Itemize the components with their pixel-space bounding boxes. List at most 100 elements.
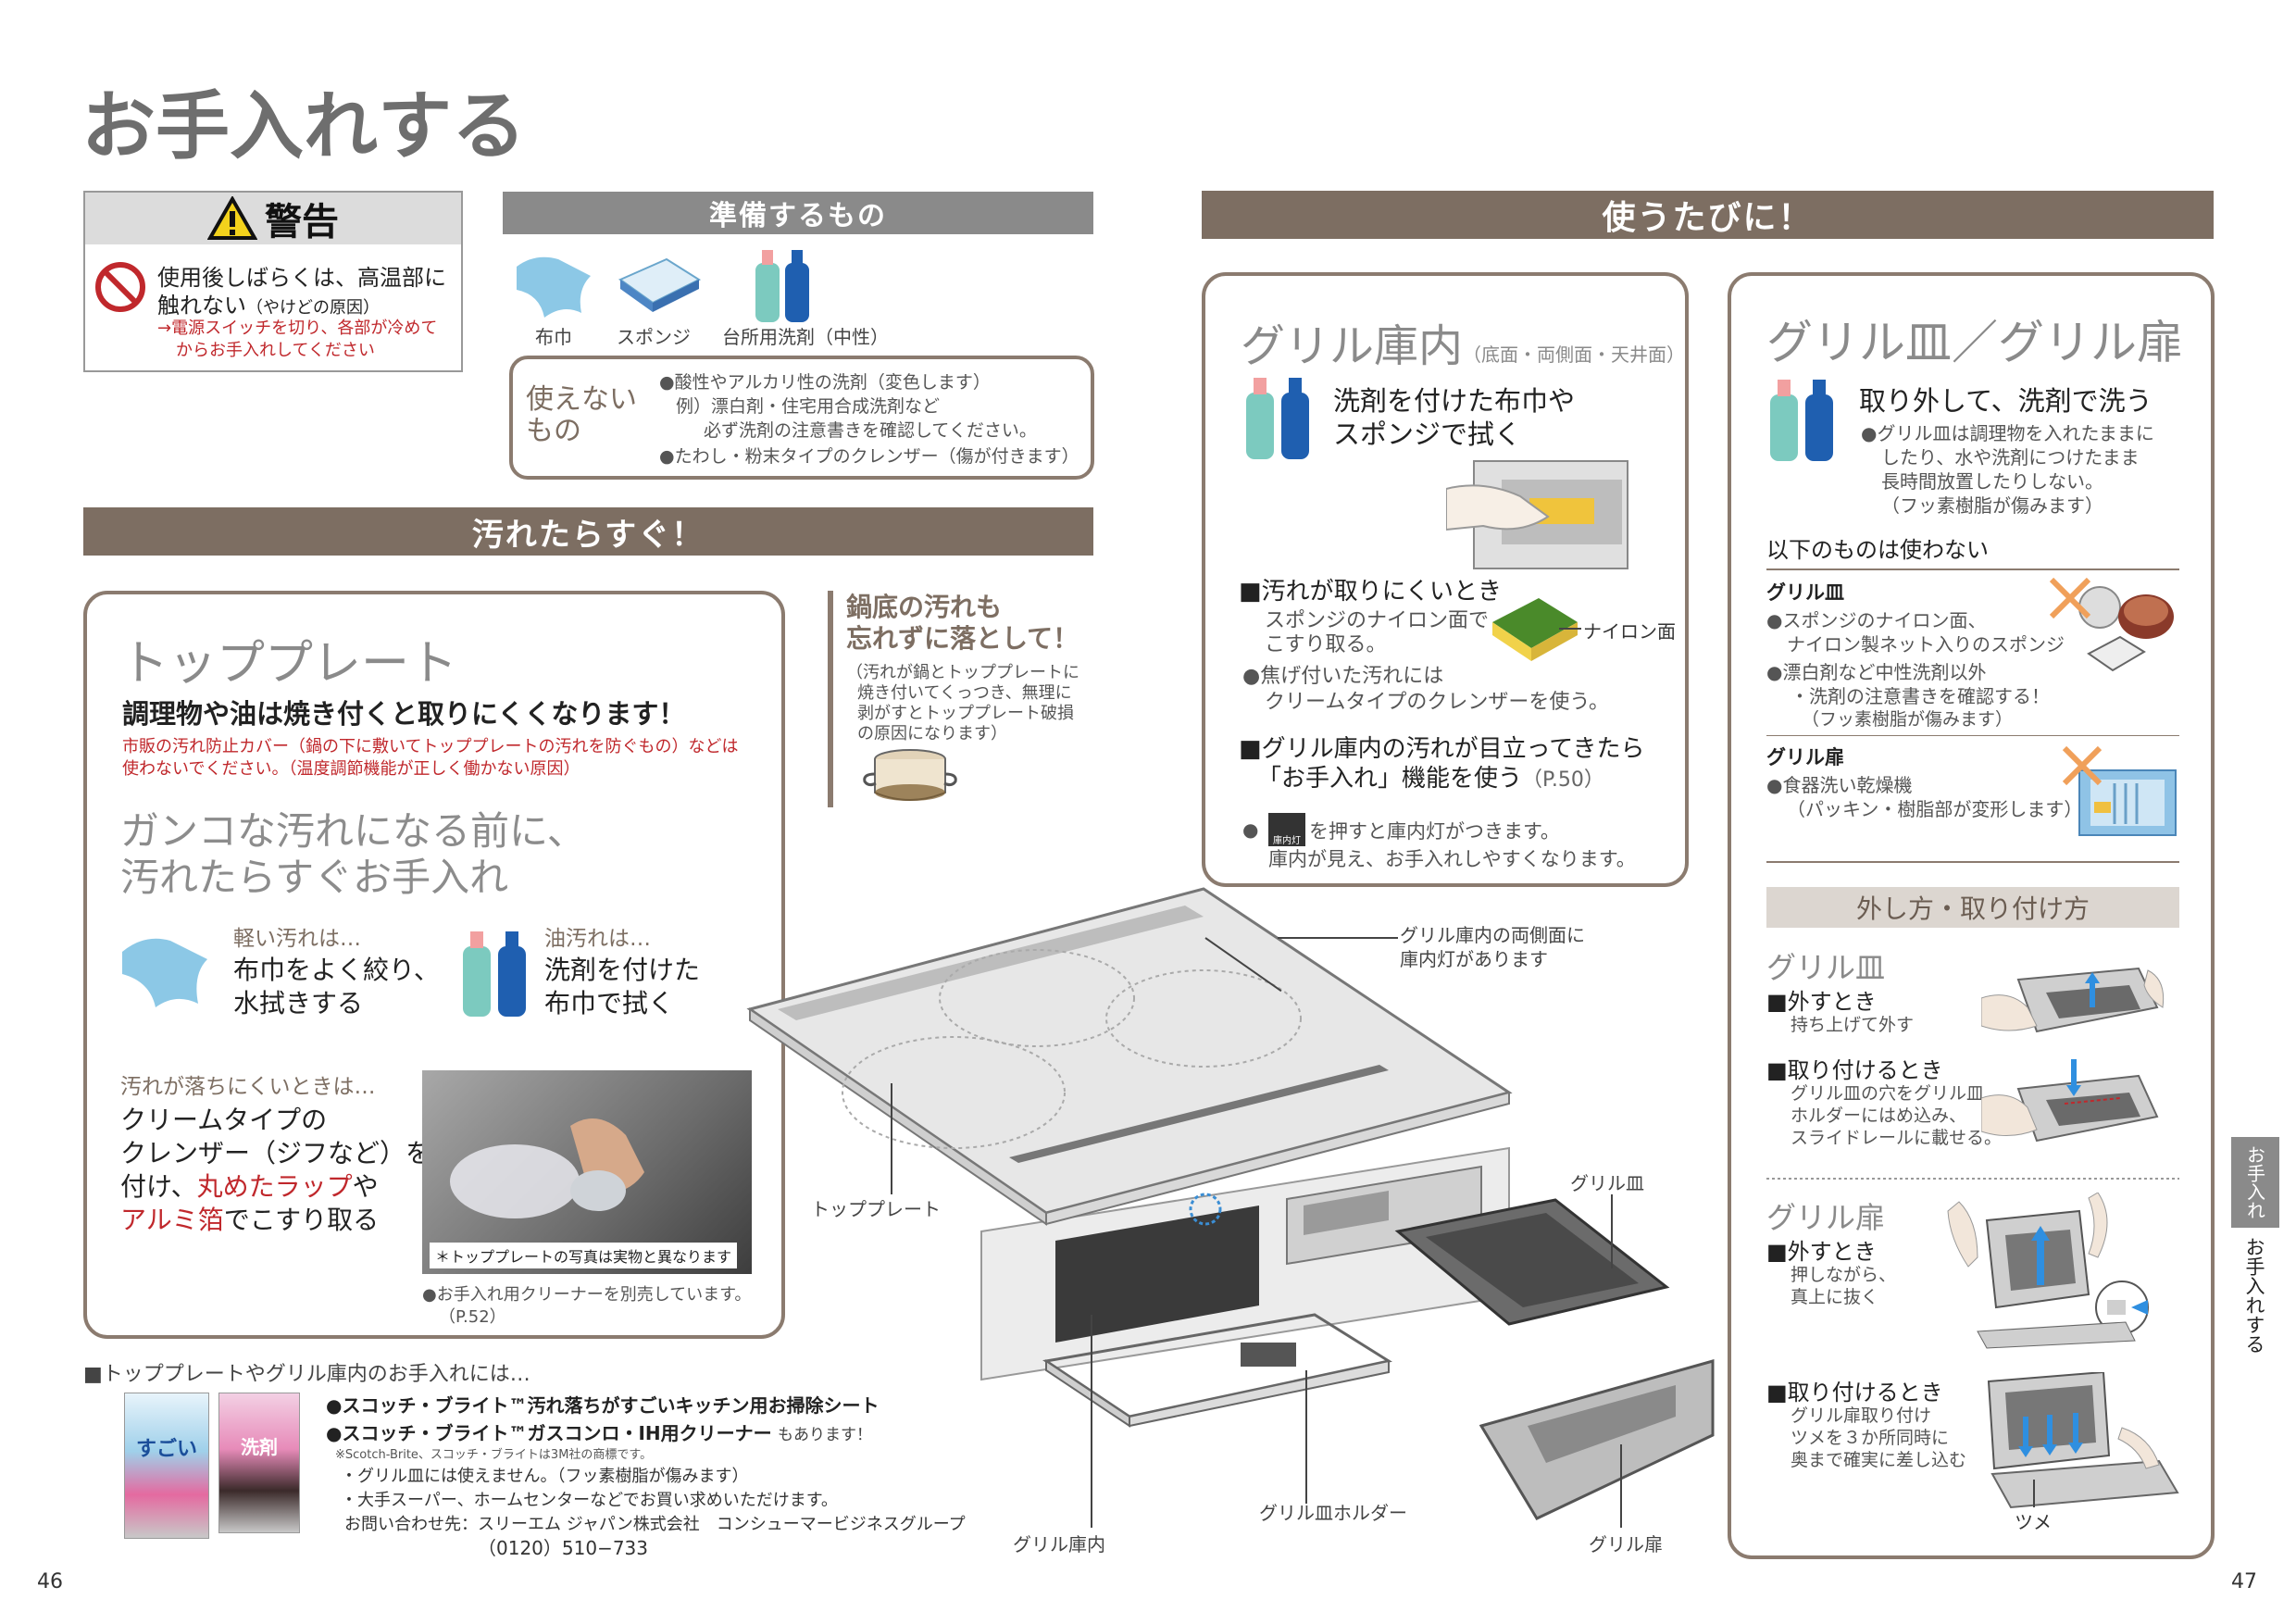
dont-dish-5: （フッ素樹脂が傷みます）: [1802, 709, 2014, 730]
page-title: お手入れする: [81, 83, 526, 169]
dont-use: 以下のものは使わない: [1766, 537, 1989, 563]
top-plate-title: トッププレート: [120, 636, 458, 692]
hard-3c: や: [352, 1171, 379, 1202]
trademark-note: ※Scotch-Brite、スコッチ・ブライトは3M社の商標です。: [335, 1448, 653, 1462]
oil-1: 洗剤を付けた: [544, 955, 701, 985]
page-number-left: 46: [37, 1570, 63, 1593]
grill-inside-box: グリル庫内（底面・両側面・天井面） 洗剤を付けた布巾や スポンジで拭く ■汚れが…: [1202, 272, 1689, 887]
wiping-hand-icon: [1446, 460, 1628, 569]
hard-3a: 付け、: [120, 1171, 197, 1202]
top-plate-box: トッププレート 調理物や油は焼き付くと取りにくくなります！ 市販の汚れ防止カバー…: [83, 591, 785, 1339]
dont-door-title: グリル扉: [1766, 746, 1844, 768]
dont-dish-4: ・洗剤の注意書きを確認する！: [1791, 685, 2050, 707]
hard-2: クレンザー（ジフなど）を: [120, 1138, 432, 1168]
dish-remove-1: 持ち上げて外す: [1791, 1015, 1915, 1035]
warning-title: 警告: [265, 201, 339, 244]
door-attach-illustration: [1987, 1372, 2179, 1509]
plate-n4: （フッ素樹脂が傷みます）: [1881, 494, 2103, 517]
func-head-2: 「お手入れ」機能を使う（P.50）: [1257, 759, 1604, 793]
hard-1: クリームタイプの: [120, 1105, 328, 1135]
dont-dish-title: グリル皿: [1766, 581, 1844, 604]
contact-1: お問い合わせ先：スリーエム ジャパン株式会社 コンシューマービジネスグループ: [344, 1515, 966, 1534]
leader-grill-door: [1620, 1444, 1622, 1528]
door-attach-3: 奥まで確実に差し込む: [1791, 1450, 1967, 1470]
grill-burnt-1: ●焦げ付いた汚れには: [1242, 665, 1444, 688]
dont-door-2: （パッキン・樹脂部が変形します）: [1787, 798, 2083, 820]
label-grill-dish: グリル皿: [1570, 1172, 1644, 1194]
dish-attach-3: スライドレールに載せる。: [1791, 1128, 2003, 1148]
plate-n1: ●グリル皿は調理物を入れたままに: [1861, 422, 2154, 444]
dish-remove-head: ■外すとき: [1766, 989, 1877, 1015]
lamp-bullet: ●: [1242, 818, 1259, 841]
prep-item-sponge: スポンジ: [617, 326, 691, 348]
product-package-1-label: すごい: [135, 1438, 197, 1461]
top-plate-note2: 使わないでください。（温度調節機能が正しく働かない原因）: [122, 759, 580, 779]
cannot-4: ●たわし・粉末タイプのクレンザー（傷が付きます）: [659, 446, 1079, 467]
leader-holder: [1305, 1370, 1307, 1504]
top-plate-note1: 市販の汚れ防止カバー（鍋の下に敷いてトッププレートの汚れを防ぐもの）などは: [122, 737, 739, 756]
pot-body3: 剥がすとトッププレート破損: [857, 704, 1074, 723]
door-remove-1: 押しながら、: [1791, 1265, 1897, 1285]
oil-2: 布巾で拭く: [544, 988, 675, 1018]
sponge-icon: [618, 257, 702, 312]
nylon-label: ナイロン面: [1583, 620, 1676, 643]
door-attach-head: ■取り付けるとき: [1766, 1380, 1943, 1405]
product-2-name: ●スコッチ・ブライト™ガスコンロ・IH用クリーナー: [326, 1422, 772, 1444]
plate-n3: 長時間放置したりしない。: [1881, 470, 2103, 493]
detergent-icon-plate: [1770, 380, 1833, 461]
label-top-plate: トッププレート: [811, 1198, 941, 1220]
cannot-2: 例）漂白剤・住宅用合成洗剤など: [676, 396, 941, 417]
pot-body2: 焼き付いてくっつき、無理に: [857, 683, 1072, 703]
plate-n2: したり、水や洗剤につけたまま: [1881, 446, 2140, 468]
grill-plate-box: グリル皿／グリル扉 取り外して、洗剤で洗う ●グリル皿は調理物を入れたままに し…: [1728, 272, 2215, 1559]
how-dish-title: グリル皿: [1766, 950, 1886, 985]
dont-dish-1: ●スポンジのナイロン面、: [1766, 609, 1987, 631]
cannot-label-2: もの: [526, 415, 581, 447]
leader-nylon: [1559, 628, 1581, 630]
door-remove-illustration: [1947, 1193, 2149, 1349]
detergent-icon: [755, 250, 809, 322]
warning-line1: 使用後しばらくは、高温部に: [157, 265, 446, 291]
lamp-note-2: 庫内灯があります: [1400, 948, 1548, 970]
door-remove-2: 真上に抜く: [1791, 1287, 1879, 1307]
door-remove-head: ■外すとき: [1766, 1239, 1877, 1265]
grill-hard-2: こすり取る。: [1265, 633, 1387, 656]
warning-line2: 触れない（やけどの原因）: [157, 287, 380, 319]
oil-label: 油汚れは…: [544, 927, 651, 951]
label-grill-inside: グリル庫内: [1013, 1533, 1105, 1555]
leader-lamp-h: [1278, 937, 1398, 939]
grill-inside-title-main: グリル庫内: [1241, 320, 1464, 372]
top-plate-big2: 汚れたらすぐお手入れ: [120, 855, 509, 900]
side-tab[interactable]: お手入れ: [2231, 1137, 2279, 1228]
pot-body1: （汚れが鍋とトッププレートに: [846, 663, 1079, 682]
hard-3b: 丸めたラップ: [196, 1171, 353, 1202]
leader-grill-dish: [1611, 1194, 1613, 1268]
divider-how: [1766, 1178, 2179, 1180]
light-2: 水拭きする: [233, 988, 364, 1018]
label-holder: グリル皿ホルダー: [1259, 1502, 1407, 1524]
pot-title2: 忘れずに落として！: [846, 623, 1079, 654]
dont-dish-3: ●漂白剤など中性洗剤以外: [1766, 661, 1987, 683]
grill-plate-title: グリル皿／グリル扉: [1766, 316, 2183, 369]
hard-4a: アルミ箔: [120, 1205, 224, 1235]
contact-2: （0120）510−733: [478, 1537, 649, 1559]
dish-attach-2: ホルダーにはめ込み、: [1791, 1106, 1967, 1126]
warning-triangle-icon: [207, 196, 257, 240]
grill-inside-title-sub: （底面・両側面・天井面）: [1463, 344, 1686, 366]
side-tab-label: お手入れ: [2243, 1145, 2266, 1219]
dirty-header: 汚れたらすぐ！: [83, 507, 1093, 556]
hard-4b: でこすり取る: [223, 1205, 380, 1235]
how-header: 外し方・取り付け方: [1766, 887, 2179, 928]
detergent-icon-grill: [1246, 378, 1309, 459]
prep-item-cloth: 布巾: [535, 326, 572, 348]
func-head-2-main: 「お手入れ」機能を使う: [1257, 765, 1523, 793]
top-plate-big1: ガンコな汚れになる前に、: [120, 808, 586, 854]
light-label: 軽い汚れは…: [233, 927, 361, 951]
pot-icon: [863, 749, 957, 801]
plate-remove: 取り外して、洗剤で洗う: [1859, 385, 2152, 417]
cannot-label-1: 使えない: [526, 383, 637, 416]
door-attach-1: グリル扉取り付け: [1791, 1405, 1932, 1426]
page-number-right: 47: [2231, 1570, 2257, 1593]
product-package-2-label: 洗剤: [241, 1436, 278, 1458]
cloth-icon: [517, 256, 591, 318]
